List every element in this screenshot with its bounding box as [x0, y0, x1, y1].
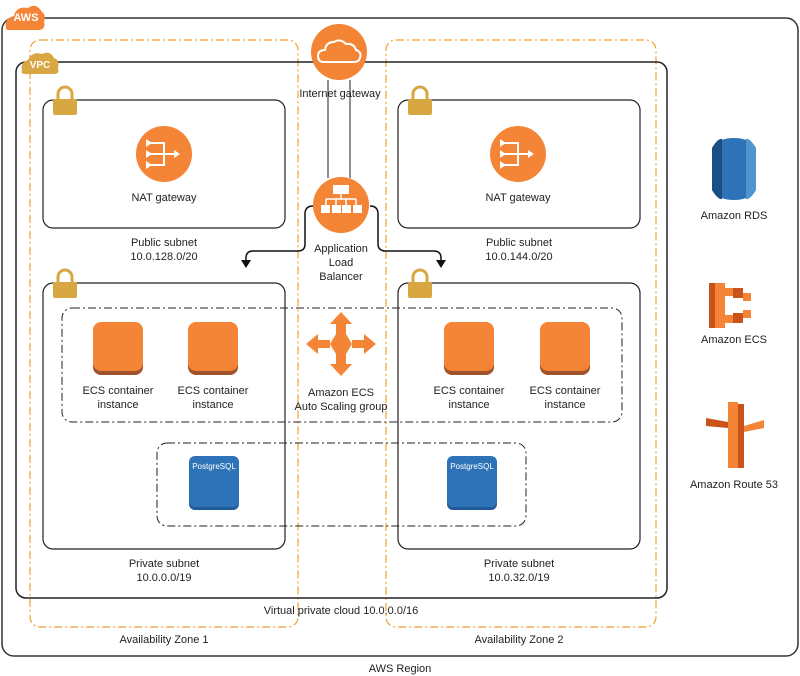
public-subnet-1-name: Public subnet — [130, 237, 198, 249]
db-group-border — [156, 442, 527, 527]
postgresql-icon-1 — [189, 456, 239, 510]
az2-label: Availability Zone 2 — [474, 634, 564, 646]
lock-icon-public-2 — [408, 85, 432, 115]
ecs-instance-icon-2 — [188, 322, 238, 375]
auto-scaling-line1: Amazon ECS — [307, 387, 375, 399]
route53-icon — [706, 402, 764, 468]
nat-gateway-icon-1 — [136, 126, 192, 182]
ecs-instance-label-2: ECS container instance — [163, 384, 263, 412]
auto-scaling-group-border — [61, 307, 623, 423]
postgresql-label-2: PostgreSQL — [450, 462, 494, 471]
ecs-instance-2-line2: instance — [192, 399, 234, 411]
ecs-instance-icon-3 — [444, 322, 494, 375]
private-subnet-1-border — [42, 282, 286, 550]
aws-badge-label: AWS — [13, 12, 39, 24]
region-label: AWS Region — [368, 663, 432, 675]
az1-border — [29, 39, 299, 628]
private-subnet-2-label: Private subnet 10.0.32.0/19 — [459, 557, 579, 585]
az2-border — [385, 39, 657, 628]
ecs-instance-2-line1: ECS container — [177, 385, 249, 397]
postgresql-icon-2 — [447, 456, 497, 510]
public-subnet-1-cidr: 10.0.128.0/20 — [130, 251, 198, 263]
ecs-instance-1-line2: instance — [97, 399, 139, 411]
nat-gateway-label-2: NAT gateway — [485, 192, 551, 204]
lock-icon-private-2 — [408, 268, 432, 298]
public-subnet-2-name: Public subnet — [485, 237, 553, 249]
public-subnet-2-label: Public subnet 10.0.144.0/20 — [459, 236, 579, 264]
legend-route53-label: Amazon Route 53 — [689, 479, 779, 491]
ecs-icon — [709, 283, 751, 328]
arrowhead-2 — [436, 260, 446, 268]
load-balancer-label-line2: Load — [328, 257, 354, 269]
ecs-instance-4-line2: instance — [544, 399, 586, 411]
public-subnet-1-border — [42, 99, 286, 229]
private-subnet-2-border — [397, 282, 641, 550]
rds-icon — [712, 138, 756, 200]
aws-badge-icon — [5, 5, 45, 30]
lock-icon-private-1 — [53, 268, 77, 298]
alb-to-subnet2-arrow — [369, 205, 442, 262]
vpc-badge-icon — [21, 52, 59, 74]
private-subnet-1-cidr: 10.0.0.0/19 — [136, 572, 192, 584]
public-subnet-2-border — [397, 99, 641, 229]
public-subnet-2-cidr: 10.0.144.0/20 — [485, 251, 553, 263]
ecs-instance-label-4: ECS container instance — [515, 384, 615, 412]
legend-ecs-label: Amazon ECS — [700, 334, 768, 346]
auto-scaling-icon — [306, 312, 376, 376]
alb-to-subnet1-arrow — [245, 205, 314, 262]
arrowhead-1 — [241, 260, 251, 268]
ecs-instance-label-3: ECS container instance — [419, 384, 519, 412]
load-balancer-label: Application Load Balancer — [296, 242, 386, 284]
load-balancer-label-line1: Application — [314, 243, 368, 255]
vpc-badge-label: VPC — [29, 60, 51, 71]
private-subnet-2-name: Private subnet — [483, 558, 555, 570]
private-subnet-1-label: Private subnet 10.0.0.0/19 — [104, 557, 224, 585]
load-balancer-icon — [313, 177, 369, 233]
internet-gateway-label: Internet gateway — [299, 88, 381, 100]
nat-gateway-icon-2 — [490, 126, 546, 182]
lock-icon-public-1 — [53, 85, 77, 115]
ecs-instance-icon-4 — [540, 322, 590, 375]
postgresql-label-1: PostgreSQL — [192, 462, 236, 471]
ecs-instance-icon-1 — [93, 322, 143, 375]
internet-gateway-icon — [311, 24, 367, 80]
private-subnet-2-cidr: 10.0.32.0/19 — [488, 572, 550, 584]
public-subnet-1-label: Public subnet 10.0.128.0/20 — [104, 236, 224, 264]
ecs-instance-1-line1: ECS container — [82, 385, 154, 397]
ecs-instance-3-line1: ECS container — [433, 385, 505, 397]
load-balancer-label-line3: Balancer — [319, 271, 363, 283]
ecs-instance-label-1: ECS container instance — [68, 384, 168, 412]
private-subnet-1-name: Private subnet — [128, 558, 200, 570]
legend-rds-label: Amazon RDS — [700, 210, 768, 222]
az1-label: Availability Zone 1 — [119, 634, 209, 646]
vpc-label: Virtual private cloud 10.0.0.0/16 — [263, 605, 419, 617]
auto-scaling-label: Amazon ECS Auto Scaling group — [281, 386, 401, 414]
ecs-instance-4-line1: ECS container — [529, 385, 601, 397]
ecs-instance-3-line2: instance — [448, 399, 490, 411]
region-border — [1, 17, 799, 657]
auto-scaling-line2: Auto Scaling group — [294, 401, 388, 413]
nat-gateway-label-1: NAT gateway — [131, 192, 197, 204]
